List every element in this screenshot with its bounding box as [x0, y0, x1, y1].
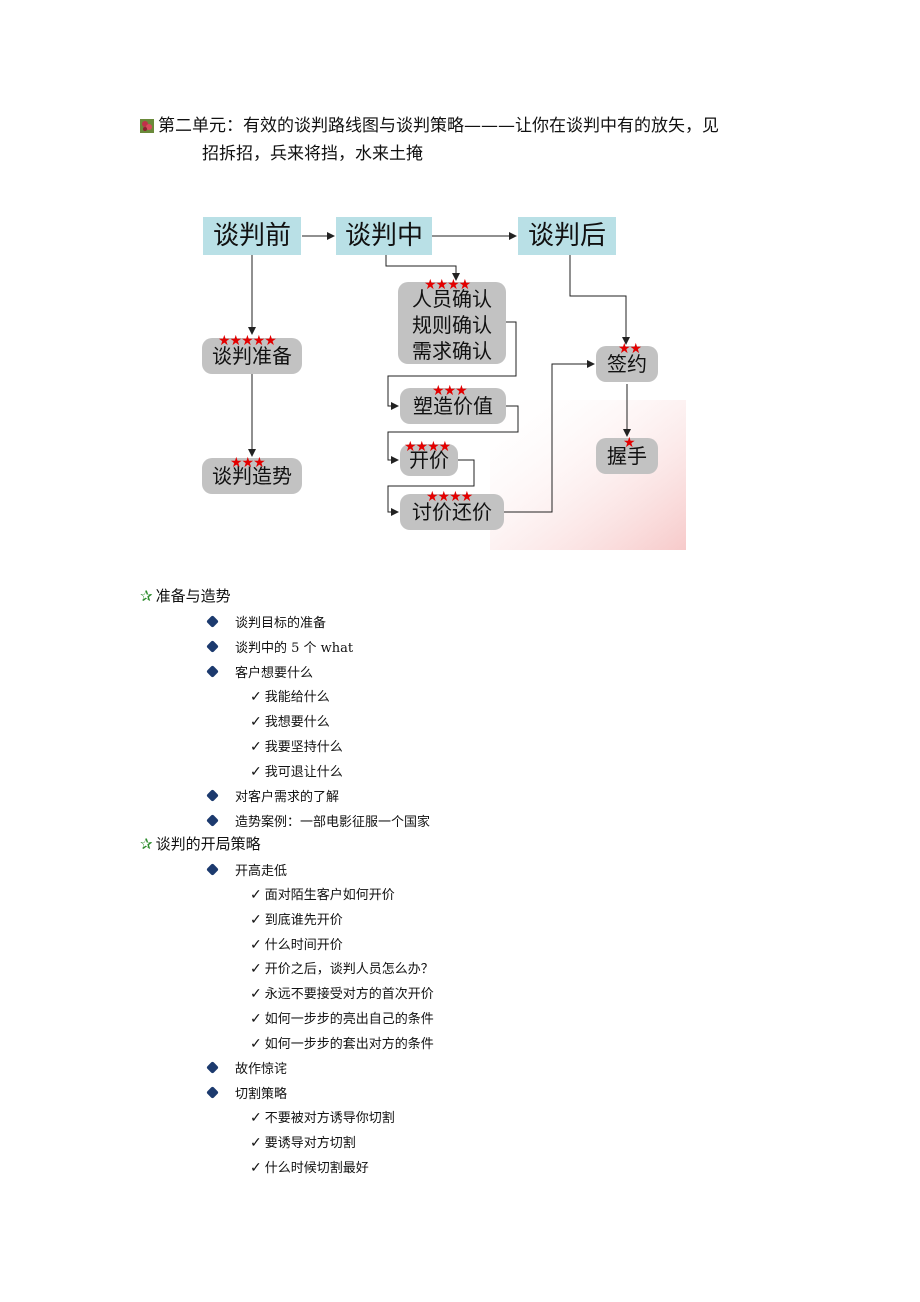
task-confirm-stars: ★★★★ [424, 277, 471, 293]
list-item: 切割策略 [206, 1083, 287, 1102]
star-outline-icon: ✰ [140, 587, 153, 605]
diamond-bullet-icon [206, 1086, 219, 1099]
task-sign-stars: ★★ [618, 341, 642, 357]
section-heading: ✰准备与造势 [140, 587, 231, 605]
sub-item: ✓什么时间开价 [250, 937, 343, 953]
checkmark-icon: ✓ [250, 937, 262, 953]
list-item: 客户想要什么 [206, 662, 313, 681]
list-item: 开高走低 [206, 860, 287, 879]
checkmark-icon: ✓ [250, 1160, 262, 1176]
task-bargain: 讨价还价 [400, 494, 504, 530]
diamond-bullet-icon [206, 640, 219, 653]
flower-icon [140, 114, 154, 133]
task-sign: 签约 [596, 346, 658, 382]
list-item: 对客户需求的了解 [206, 786, 339, 805]
diamond-bullet-icon [206, 665, 219, 678]
task-handshake-stars: ★ [623, 435, 636, 451]
phase-during: 谈判中 [336, 217, 432, 255]
checkmark-icon: ✓ [250, 1011, 262, 1027]
checkmark-icon: ✓ [250, 887, 262, 903]
title-line-1: 第二单元：有效的谈判路线图与谈判策略———让你在谈判中有的放矢，见 [158, 116, 719, 136]
task-build-value: 塑造价值 [400, 388, 506, 424]
task-momentum: 谈判造势 [202, 458, 302, 494]
diamond-bullet-icon [206, 615, 219, 628]
task-prep-stars: ★★★★★ [218, 333, 277, 349]
title-line-2: 招拆招，兵来将挡，水来土掩 [202, 144, 423, 164]
checkmark-icon: ✓ [250, 689, 262, 705]
list-item: 造势案例：一部电影征服一个国家 [206, 811, 430, 830]
task-open-price-stars: ★★★★ [404, 439, 451, 455]
checkmark-icon: ✓ [250, 714, 262, 730]
confirm-people: 人员确认 [412, 287, 492, 311]
checkmark-icon: ✓ [250, 961, 262, 977]
document-title: 第二单元：有效的谈判路线图与谈判策略———让你在谈判中有的放矢，见 招拆招，兵来… [140, 112, 800, 168]
checkmark-icon: ✓ [250, 1135, 262, 1151]
list-item: 谈判中的 5 个 what [206, 637, 353, 656]
sub-item: ✓如何一步步的套出对方的条件 [250, 1036, 434, 1052]
diamond-bullet-icon [206, 789, 219, 802]
task-value-stars: ★★★ [432, 383, 468, 399]
task-confirmations: 人员确认 规则确认 需求确认 [398, 282, 506, 364]
sub-item: ✓如何一步步的亮出自己的条件 [250, 1011, 434, 1027]
sub-item: ✓要诱导对方切割 [250, 1135, 356, 1151]
task-bargain-stars: ★★★★ [426, 489, 473, 505]
negotiation-roadmap-diagram: 谈判前 谈判中 谈判后 谈判准备 ★★★★★ 谈判造势 ★★★ 人员确认 规则确… [190, 200, 686, 550]
sub-item: ✓我要坚持什么 [250, 739, 343, 755]
star-outline-icon: ✰ [140, 835, 153, 853]
sub-item: ✓面对陌生客户如何开价 [250, 887, 395, 903]
sub-item: ✓我可退让什么 [250, 764, 343, 780]
sub-item: ✓到底谁先开价 [250, 912, 343, 928]
sub-item: ✓开价之后，谈判人员怎么办？ [250, 961, 434, 977]
sub-item: ✓我想要什么 [250, 714, 330, 730]
checkmark-icon: ✓ [250, 764, 262, 780]
task-momentum-stars: ★★★ [230, 455, 266, 471]
confirm-rules: 规则确认 [412, 313, 492, 337]
diamond-bullet-icon [206, 863, 219, 876]
phase-before: 谈判前 [203, 217, 301, 255]
sub-item: ✓我能给什么 [250, 689, 330, 705]
diagram-connectors [248, 232, 686, 550]
task-prep: 谈判准备 [202, 338, 302, 374]
diamond-bullet-icon [206, 1061, 219, 1074]
checkmark-icon: ✓ [250, 1036, 262, 1052]
confirm-needs: 需求确认 [412, 339, 492, 363]
list-item: 谈判目标的准备 [206, 612, 326, 631]
diamond-bullet-icon [206, 814, 219, 827]
section-heading: ✰谈判的开局策略 [140, 835, 261, 853]
sub-item: ✓永远不要接受对方的首次开价 [250, 986, 434, 1002]
task-open-price: 开价 [400, 444, 458, 476]
list-item: 故作惊诧 [206, 1058, 287, 1077]
sub-item: ✓什么时候切割最好 [250, 1160, 369, 1176]
checkmark-icon: ✓ [250, 986, 262, 1002]
phase-after: 谈判后 [518, 217, 616, 255]
task-handshake: 握手 [596, 438, 658, 474]
checkmark-icon: ✓ [250, 739, 262, 755]
sub-item: ✓不要被对方诱导你切割 [250, 1110, 395, 1126]
checkmark-icon: ✓ [250, 912, 262, 928]
checkmark-icon: ✓ [250, 1110, 262, 1126]
